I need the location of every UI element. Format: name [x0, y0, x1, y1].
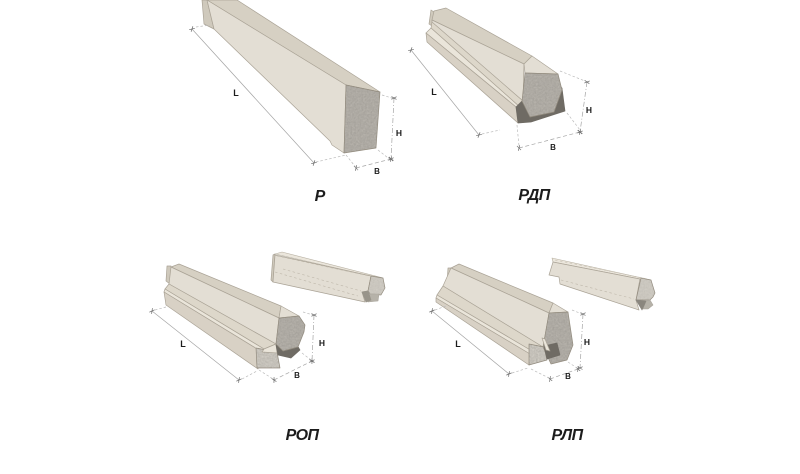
svg-text:Р: Р [315, 188, 326, 205]
svg-text:L: L [180, 339, 186, 349]
svg-text:L: L [431, 87, 437, 97]
svg-text:B: B [565, 372, 571, 381]
svg-text:H: H [584, 337, 590, 347]
svg-text:L: L [233, 88, 239, 98]
svg-text:L: L [455, 339, 461, 349]
svg-text:H: H [586, 105, 592, 115]
svg-text:B: B [374, 167, 380, 176]
svg-text:РДП: РДП [518, 187, 550, 204]
svg-text:B: B [294, 371, 300, 380]
svg-text:РЛП: РЛП [552, 427, 584, 444]
svg-text:H: H [396, 128, 402, 138]
svg-text:H: H [319, 338, 325, 348]
svg-text:B: B [550, 143, 556, 152]
svg-text:РОП: РОП [286, 427, 320, 444]
